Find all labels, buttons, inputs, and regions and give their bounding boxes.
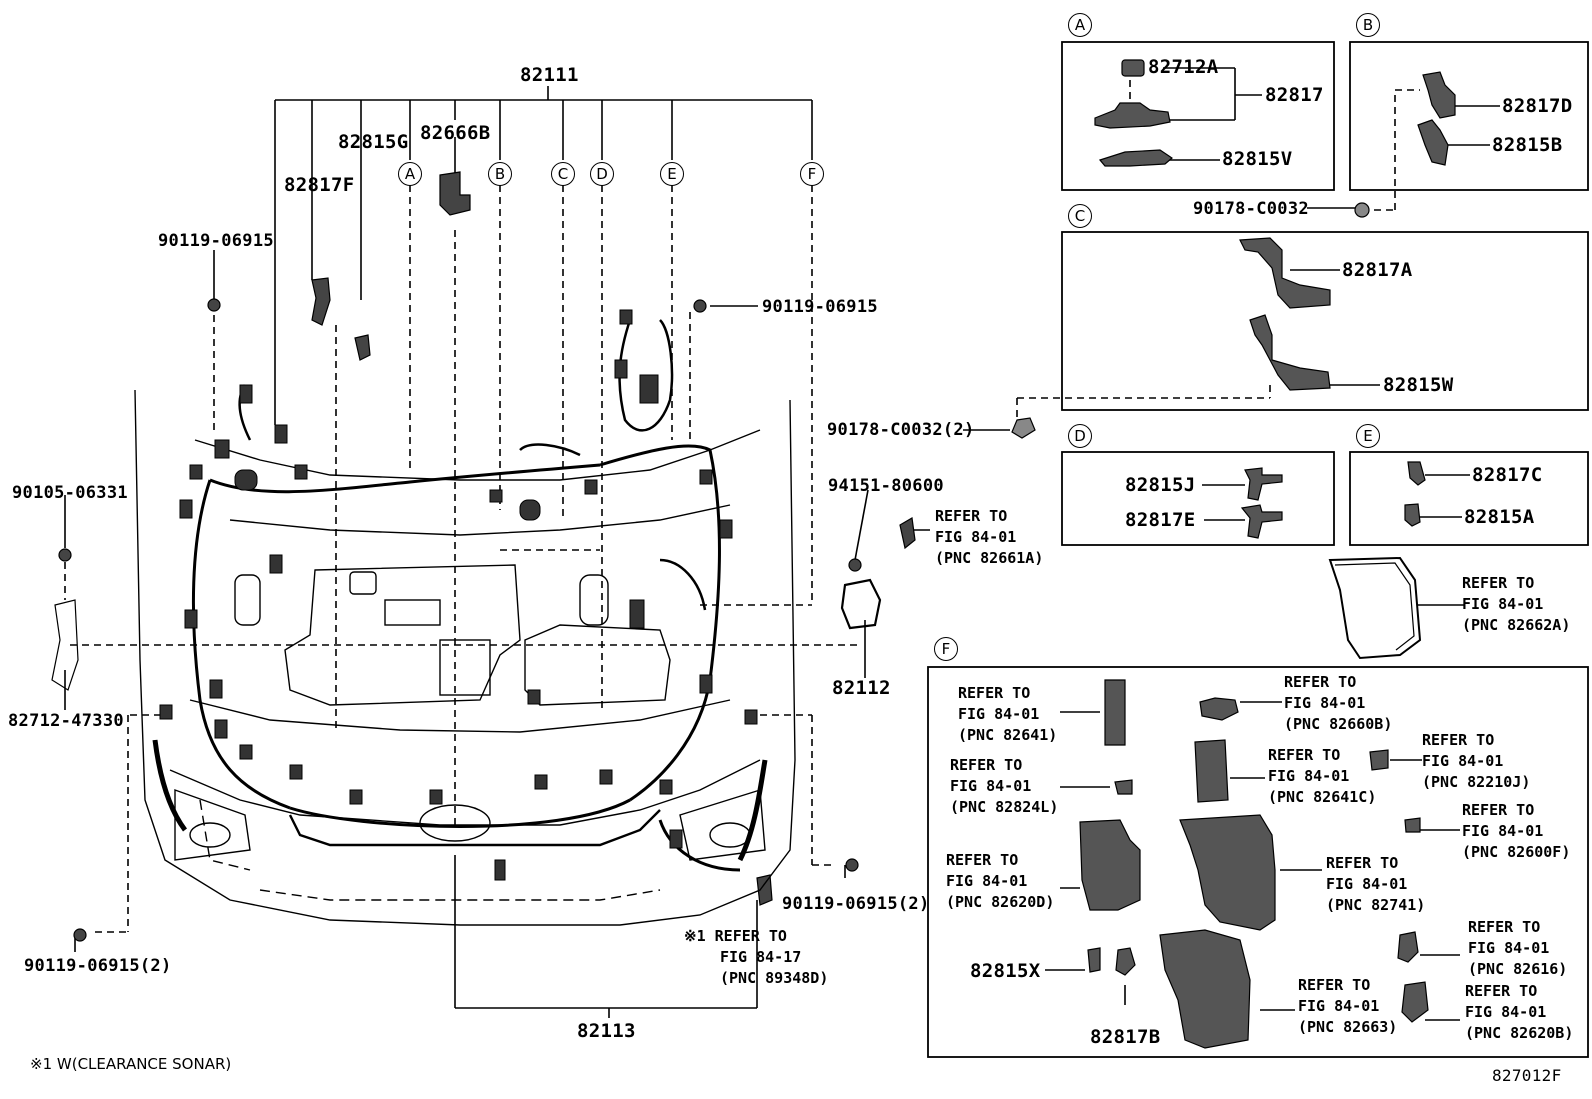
- callout-a: A: [398, 162, 422, 186]
- label-bolt-top-left: 90119-06915: [158, 231, 274, 251]
- label-82817b: 82817B: [1090, 1026, 1161, 1048]
- label-82815b: 82815B: [1492, 134, 1563, 156]
- label-82817f: 82817F: [284, 174, 355, 196]
- harness-82111-bracket: [274, 86, 813, 425]
- label-82111: 82111: [520, 64, 579, 86]
- label-clip-b: 90178-C0032: [1193, 199, 1309, 219]
- label-82815g: 82815G: [338, 131, 409, 153]
- label-bolt-bottom-right: 90119-06915(2): [782, 894, 930, 914]
- panel-d-letter: D: [1068, 424, 1092, 448]
- engine-bay-outline: [134, 319, 796, 926]
- label-82666b: 82666B: [420, 122, 491, 144]
- harness-82113-bracket: [454, 855, 758, 1018]
- label-82817c: 82817C: [1472, 464, 1543, 486]
- label-82113: 82113: [577, 1020, 636, 1042]
- label-bolt-left: 90105-06331: [12, 483, 128, 503]
- panel-e-letter: E: [1356, 424, 1380, 448]
- footnote: ※1 W(CLEARANCE SONAR): [30, 1055, 232, 1073]
- figure-code: 827012F: [1492, 1066, 1562, 1085]
- label-82817d: 82817D: [1502, 95, 1573, 117]
- panel-a-letter: A: [1068, 13, 1092, 37]
- panel-b-letter: B: [1356, 13, 1380, 37]
- callout-c: C: [551, 162, 575, 186]
- panel-c-letter: C: [1068, 204, 1092, 228]
- label-bolt-bottom-left: 90119-06915(2): [24, 956, 172, 976]
- label-clip-right: 90178-C0032(2): [827, 420, 975, 440]
- panel-f-letter: F: [934, 637, 958, 661]
- callout-b: B: [488, 162, 512, 186]
- main-small-parts: [51, 171, 916, 942]
- harness-connectors: [159, 309, 758, 881]
- callout-f: F: [800, 162, 824, 186]
- label-82817a: 82817A: [1342, 259, 1413, 281]
- callout-d: D: [590, 162, 614, 186]
- label-82817: 82817: [1265, 84, 1324, 106]
- label-grommet-right: 94151-80600: [828, 476, 944, 496]
- callout-e: E: [660, 162, 684, 186]
- callout-dash-lines: [64, 80, 1420, 933]
- label-82815v: 82815V: [1222, 148, 1293, 170]
- leader-lines: [64, 67, 1500, 1021]
- label-82712a: 82712A: [1148, 56, 1219, 78]
- panel-part-shapes: [1011, 59, 1456, 1049]
- panel-frames: [927, 41, 1589, 1058]
- label-82815j: 82815J: [1125, 474, 1196, 496]
- label-bracket-left: 82712-47330: [8, 711, 124, 731]
- label-82112: 82112: [832, 677, 891, 699]
- label-bolt-top-right: 90119-06915: [762, 297, 878, 317]
- label-82815x: 82815X: [970, 960, 1041, 982]
- label-82817e: 82817E: [1125, 509, 1196, 531]
- label-82815w: 82815W: [1383, 374, 1454, 396]
- label-82815a: 82815A: [1464, 506, 1535, 528]
